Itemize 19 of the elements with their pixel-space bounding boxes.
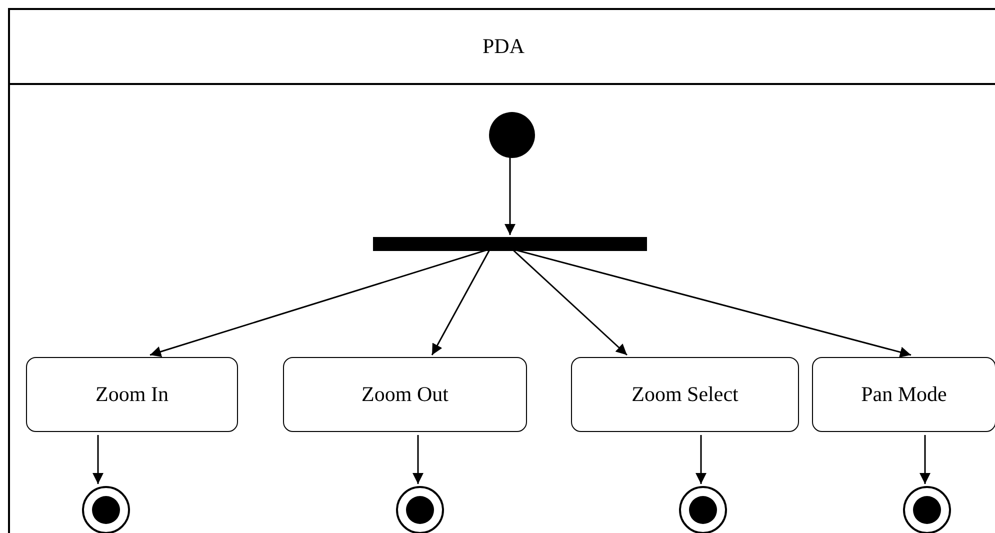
final-node: [396, 486, 444, 533]
initial-node: [489, 112, 535, 158]
arrow: [920, 435, 930, 484]
final-node: [82, 486, 130, 533]
arrow: [92, 435, 104, 484]
arrow: [412, 435, 424, 484]
action-box: Zoom Select: [571, 357, 799, 432]
lane-title: PDA: [482, 32, 524, 60]
final-node: [903, 486, 951, 533]
arrow: [504, 156, 516, 235]
fork-bar: [373, 237, 647, 251]
action-box: Pan Mode: [812, 357, 995, 432]
arrow: [512, 248, 628, 356]
action-box: Zoom In: [26, 357, 238, 432]
arrow: [431, 248, 491, 356]
arrow: [696, 435, 706, 484]
action-box: Zoom Out: [283, 357, 527, 432]
swimlane-frame: [8, 8, 995, 533]
final-node: [679, 486, 727, 533]
